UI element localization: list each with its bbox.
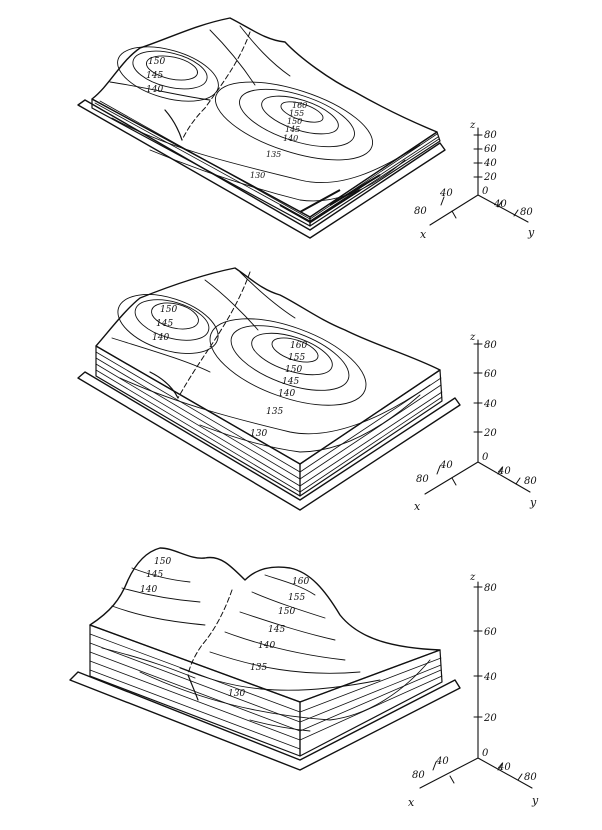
contour-label: 140 [258, 641, 275, 651]
panel-top: 150 145 140 160 155 150 145 140 135 130 … [77, 17, 535, 241]
z-tick-label: 40 [483, 672, 497, 683]
contour-lines [111, 271, 431, 453]
contour-label: 150 [287, 117, 302, 126]
ridge-dashed-line [181, 31, 251, 141]
contour-label: 140 [152, 333, 169, 343]
axes-middle: z 80 60 40 20 0 80 40 x 40 80 y [414, 332, 537, 513]
y-tick-label: 40 [493, 199, 507, 210]
terrain-block-bottom: 150 145 140 160 155 150 145 140 135 130 [69, 547, 461, 771]
panel-middle: 150 145 140 160 155 150 145 140 135 130 … [77, 267, 537, 513]
contour-labels: 150 145 140 160 155 150 145 140 135 130 [152, 305, 307, 439]
base-plate [69, 671, 461, 771]
y-tick-label: 80 [524, 476, 537, 487]
contour-label: 135 [266, 150, 281, 159]
panel-bottom: 150 145 140 160 155 150 145 140 135 130 … [69, 547, 539, 809]
contour-label: 130 [250, 429, 267, 439]
y-tick-label: 40 [497, 466, 511, 477]
x-tick-label: 40 [435, 756, 449, 767]
contour-lines [101, 567, 431, 732]
y-axis-label: y [531, 794, 539, 807]
x-tick-label: 80 [416, 474, 429, 485]
contour-label: 135 [250, 663, 267, 673]
origin-label: 0 [482, 748, 489, 759]
z-tick-label: 20 [483, 428, 497, 439]
valley-line [149, 371, 179, 399]
terrain-block-top: 150 145 140 160 155 150 145 140 135 130 [77, 17, 446, 239]
contour-label: 145 [285, 125, 300, 134]
contour-label: 140 [146, 85, 163, 95]
surface-outline [95, 267, 441, 465]
ridge-dashed-line [177, 271, 251, 399]
y-axis-label: y [529, 496, 537, 509]
contour-label: 145 [146, 71, 163, 81]
z-tick-label: 40 [483, 158, 497, 169]
x-tick-label: 40 [439, 460, 453, 471]
z-tick-label: 60 [484, 369, 497, 380]
contour-label: 145 [146, 570, 163, 580]
contour-label: 155 [288, 353, 305, 363]
x-axis-label: x [408, 796, 415, 809]
contour-label: 145 [156, 319, 173, 329]
origin-label: 0 [482, 186, 489, 197]
surface-outline [89, 547, 441, 703]
contour-label: 160 [292, 577, 309, 587]
contour-label: 160 [292, 101, 307, 110]
z-tick-label: 60 [484, 144, 497, 155]
contour-lines [109, 25, 421, 202]
x-tick-label: 80 [412, 770, 425, 781]
surface-outline [91, 17, 438, 218]
contour-label: 140 [278, 389, 295, 399]
contour-label: 150 [148, 57, 165, 67]
y-tick-label: 40 [497, 762, 511, 773]
y-tick-label: 80 [524, 772, 537, 783]
x-axis-label: x [414, 500, 421, 513]
origin-label: 0 [482, 452, 489, 463]
axes-top: z 80 60 40 20 0 80 40 x 40 80 y [414, 120, 535, 241]
z-tick-label: 80 [484, 340, 497, 351]
contour-label: 150 [278, 607, 295, 617]
contour-label: 145 [282, 377, 299, 387]
contour-label: 155 [289, 109, 304, 118]
z-tick-label: 60 [484, 627, 497, 638]
x-axis-label: x [420, 228, 427, 241]
y-axis-label: y [527, 226, 535, 239]
contour-label: 130 [228, 689, 245, 699]
base-plate [77, 371, 461, 511]
z-axis-label: z [469, 120, 476, 131]
y-tick-label: 80 [520, 207, 533, 218]
z-axis-label: z [469, 572, 476, 583]
contour-label: 155 [288, 593, 305, 603]
contour-label: 150 [285, 365, 302, 375]
x-tick-label: 40 [439, 188, 453, 199]
ridge-dashed-line [187, 589, 233, 676]
contour-label: 150 [154, 557, 171, 567]
contour-label: 140 [283, 134, 298, 143]
block-front-face [91, 98, 311, 227]
contour-label: 135 [266, 407, 283, 417]
contour-label: 145 [268, 625, 285, 635]
strata-lines [95, 351, 443, 493]
z-tick-label: 80 [484, 583, 497, 594]
z-tick-label: 40 [483, 399, 497, 410]
contour-label: 160 [290, 341, 307, 351]
contour-labels: 150 145 140 160 155 150 145 140 135 130 [140, 557, 309, 699]
z-axis-label: z [469, 332, 476, 343]
valley-line [164, 109, 183, 141]
z-tick-label: 80 [484, 130, 497, 141]
contour-label: 130 [250, 171, 265, 180]
strata-lines [89, 633, 443, 750]
valley-line [187, 674, 199, 701]
terrain-block-middle: 150 145 140 160 155 150 145 140 135 130 [77, 267, 461, 511]
z-tick-label: 20 [483, 713, 497, 724]
base-plate [77, 99, 446, 239]
axes-bottom: z 80 60 40 20 0 80 40 x 40 80 y [408, 572, 539, 809]
contour-label: 150 [160, 305, 177, 315]
z-tick-label: 20 [483, 172, 497, 183]
x-tick-label: 80 [414, 206, 427, 217]
contour-label: 140 [140, 585, 157, 595]
contour-labels: 150 145 140 160 155 150 145 140 135 130 [146, 57, 307, 180]
